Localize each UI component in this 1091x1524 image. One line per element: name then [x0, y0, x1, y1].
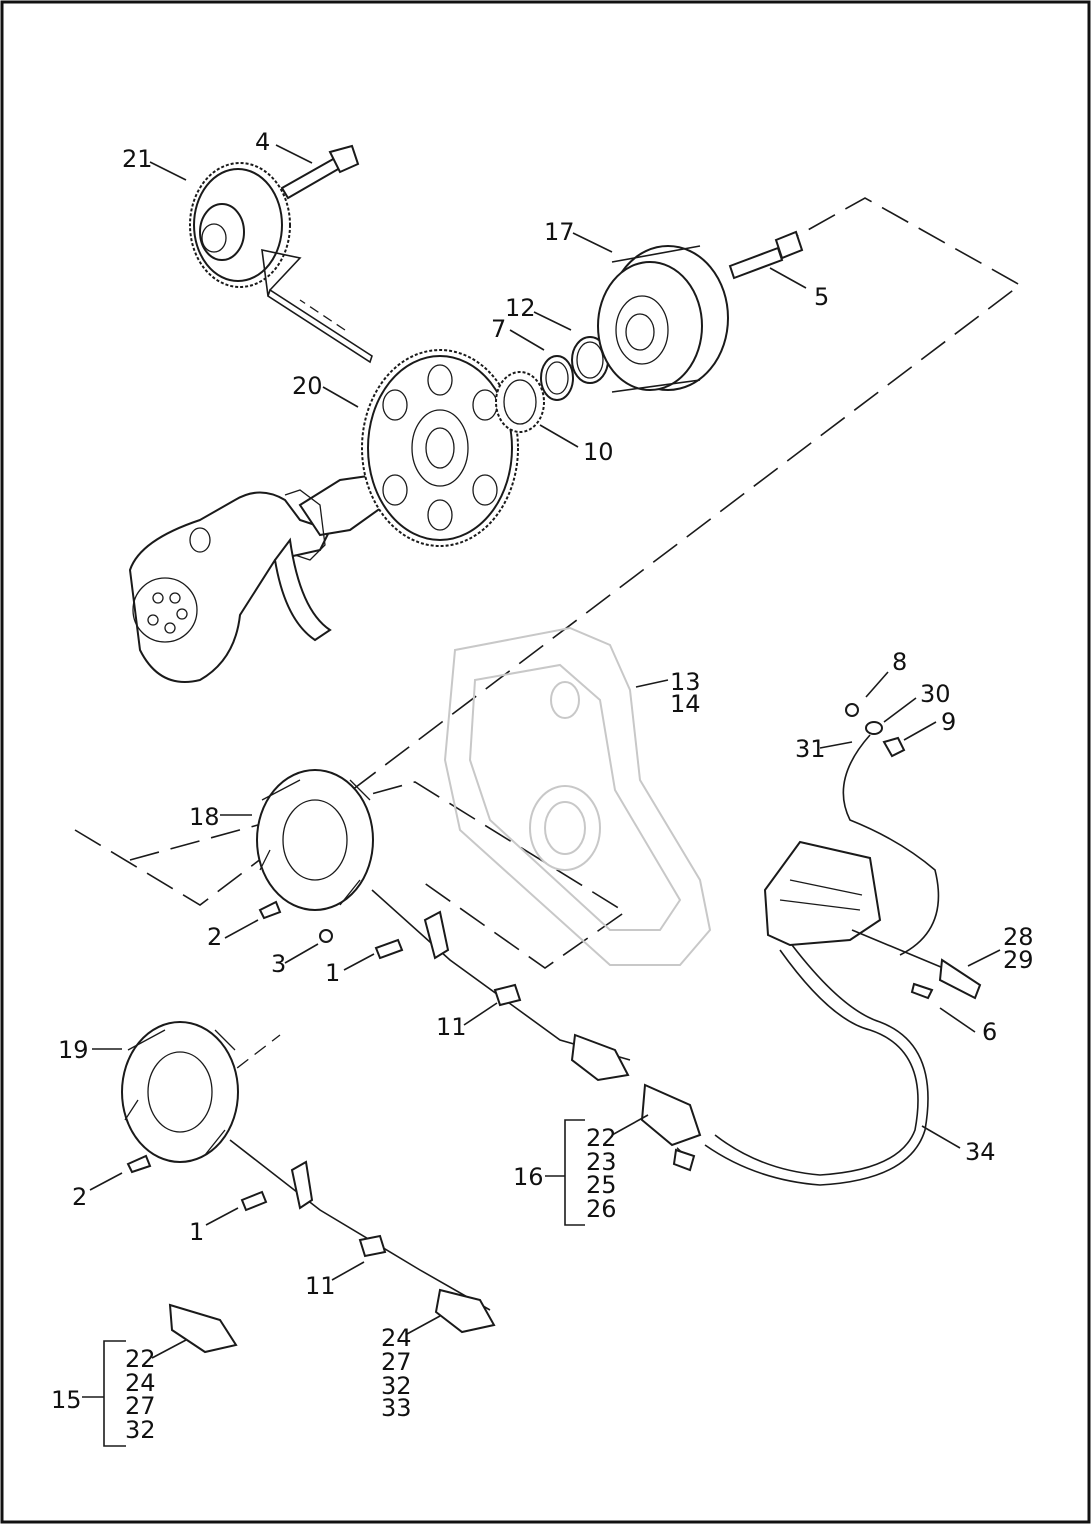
idler-gear — [189, 162, 373, 364]
callout-15: 15 — [51, 1386, 82, 1414]
callout-34: 34 — [965, 1138, 996, 1166]
callout-10: 10 — [583, 438, 614, 466]
callout-24: 24 — [381, 1324, 412, 1352]
ring-gear — [361, 349, 519, 547]
callout-30: 30 — [920, 680, 951, 708]
assembly-axes — [74, 197, 1022, 1161]
callout-2-lower: 2 — [72, 1183, 87, 1211]
voltage-regulator — [640, 734, 982, 1186]
stator-lower — [121, 1021, 496, 1354]
fasteners — [126, 703, 934, 1212]
callout-2-upper: 2 — [207, 923, 222, 951]
bolt-5 — [728, 230, 804, 280]
stator-upper — [256, 769, 631, 1082]
crankcase-cover — [443, 626, 712, 966]
callout-13: 13 — [670, 668, 701, 696]
callout-12: 12 — [505, 294, 536, 322]
crankshaft — [128, 473, 387, 683]
callout-19: 19 — [58, 1036, 89, 1064]
callout-17: 17 — [544, 218, 575, 246]
callout-14: 14 — [670, 690, 701, 718]
callout-32: 32 — [381, 1372, 412, 1400]
callout-20: 20 — [292, 372, 323, 400]
callout-11-lower: 11 — [305, 1272, 336, 1300]
kit-16-item-22: 22 — [586, 1124, 617, 1152]
bolt-4 — [280, 144, 360, 200]
kit-15-item-22: 22 — [125, 1345, 156, 1373]
callout-27: 27 — [381, 1348, 412, 1376]
kit-16-item-25: 25 — [586, 1171, 617, 1199]
bearing-set — [495, 336, 609, 433]
kit-16-item-23: 23 — [586, 1148, 617, 1176]
kit-16-item-26: 26 — [586, 1195, 617, 1223]
callout-11-upper: 11 — [436, 1013, 467, 1041]
callout-31: 31 — [795, 735, 826, 763]
callout-3: 3 — [271, 950, 286, 978]
callout-5: 5 — [814, 283, 829, 311]
callout-29: 29 — [1003, 946, 1034, 974]
starter-clutch — [597, 245, 729, 393]
callout-6: 6 — [982, 1018, 997, 1046]
callout-18: 18 — [189, 803, 220, 831]
callout-4: 4 — [255, 128, 270, 156]
callout-7: 7 — [491, 315, 506, 343]
callout-8: 8 — [892, 648, 907, 676]
kit-15-item-27: 27 — [125, 1392, 156, 1420]
callout-21: 21 — [122, 145, 153, 173]
callout-1-lower: 1 — [189, 1218, 204, 1246]
callout-16: 16 — [513, 1163, 544, 1191]
callout-28: 28 — [1003, 923, 1034, 951]
callout-9: 9 — [941, 708, 956, 736]
leader-lines — [82, 144, 1001, 1447]
callout-1-upper: 1 — [325, 959, 340, 987]
callout-labels: 21 4 17 5 12 7 20 10 13 14 8 30 9 31 18 … — [51, 128, 1034, 1444]
kit-15-item-24: 24 — [125, 1369, 156, 1397]
callout-33: 33 — [381, 1394, 412, 1422]
kit-15-item-32: 32 — [125, 1416, 156, 1444]
